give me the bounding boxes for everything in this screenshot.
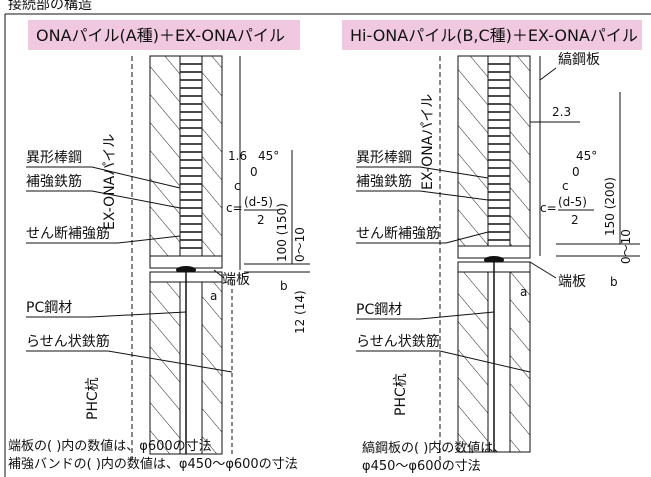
left-phc-label: PHC杭 <box>85 377 101 420</box>
left-label-end-plate: 端板 <box>222 272 250 288</box>
left-panel: ONAパイル(A種)＋EX-ONAパイル EX-ONAパイル PHC杭 異形棒鋼 <box>8 20 310 472</box>
right-dim-angle: 45° <box>576 149 597 163</box>
right-note-1: 縞鋼板の( )内の数値は、 <box>362 440 506 456</box>
left-upper-wall-left <box>149 55 181 267</box>
left-label-rebar: 異形棒鋼 <box>26 150 82 166</box>
left-dim-12: 12 (14) <box>293 290 307 334</box>
left-dim-c: c <box>234 179 241 193</box>
left-lower-wall-left <box>149 281 181 455</box>
left-title: ONAパイル(A種)＋EX-ONAパイル <box>36 26 285 45</box>
right-dim-c: c <box>562 179 569 193</box>
left-dim-gap: 1.6 <box>228 149 247 163</box>
right-label-pc-steel: PC鋼材 <box>356 302 402 318</box>
right-dim-thickness: 2.3 <box>552 105 571 119</box>
right-lower-wall-left <box>457 271 489 453</box>
left-upper-wall-right <box>201 55 223 267</box>
right-label-rebar: 異形棒鋼 <box>356 150 412 166</box>
left-title-bg <box>28 20 300 50</box>
left-lower-core <box>179 281 203 455</box>
left-label-reinforcing: 補強鉄筋 <box>26 173 82 190</box>
right-lower-wall-right <box>509 271 531 453</box>
right-title-bg <box>342 20 642 50</box>
left-rebar-chain <box>179 55 203 257</box>
right-dim-c-num: (d-5) <box>558 195 587 209</box>
right-dim-zero: 0 <box>572 165 580 179</box>
right-lower-core <box>487 271 511 453</box>
right-title: Hi-ONAパイル(B,C種)＋EX-ONAパイル <box>350 26 638 45</box>
left-label-spiral: らせん状鉄筋 <box>26 333 110 350</box>
right-panel: Hi-ONAパイル(B,C種)＋EX-ONAパイル EX-ONAパイル PHC杭… <box>342 20 642 474</box>
left-label-pc-steel: PC鋼材 <box>26 300 72 316</box>
right-dim-0-10: 0〜10 <box>619 229 633 264</box>
right-label-reinforcing: 補強鉄筋 <box>356 173 412 190</box>
left-dim-zero: 0 <box>250 165 258 179</box>
right-dim-150: 150 (200) <box>603 177 617 236</box>
right-label-shear: せん断補強筋 <box>356 225 440 242</box>
right-label-end-plate: 端板 <box>558 274 586 290</box>
right-upper-wall-right <box>509 55 531 257</box>
right-dim-c-eq: c= <box>540 201 557 215</box>
right-note-2: φ450〜φ600の寸法 <box>362 459 481 474</box>
top-heading: 接続部の構造 <box>8 0 92 13</box>
left-dim-b: b <box>280 279 288 293</box>
left-note-2: 補強バンドの( )内の数値は、φ450〜φ600の寸法 <box>8 456 298 472</box>
right-dim-c-den: 2 <box>571 213 579 227</box>
right-upper-wall-left <box>457 55 489 257</box>
left-note-1: 端板の( )内の数値は、φ600の寸法 <box>8 438 212 454</box>
left-dim-c-den: 2 <box>257 213 265 227</box>
right-label-spiral: らせん状鉄筋 <box>356 333 440 350</box>
right-dim-b: b <box>610 275 618 289</box>
left-dim-0-10: 0〜10 <box>293 227 307 262</box>
right-label-band: 縞鋼板 <box>558 51 600 68</box>
left-dim-100: 100 (150) <box>275 203 289 262</box>
left-dim-angle: 45° <box>258 149 279 163</box>
left-dim-a: a <box>210 289 217 303</box>
left-lower-wall-right <box>201 281 223 455</box>
left-dim-c-eq: c= <box>226 201 243 215</box>
right-rebar-chain <box>487 55 511 247</box>
right-ex-ona-label: EX-ONAパイル <box>420 94 436 190</box>
left-ex-ona-label: EX-ONAパイル <box>102 134 118 230</box>
right-phc-label: PHC杭 <box>393 373 409 416</box>
right-dim-a: a <box>520 285 527 299</box>
left-label-shear: せん断補強筋 <box>26 225 110 242</box>
left-dim-c-num: (d-5) <box>244 195 273 209</box>
